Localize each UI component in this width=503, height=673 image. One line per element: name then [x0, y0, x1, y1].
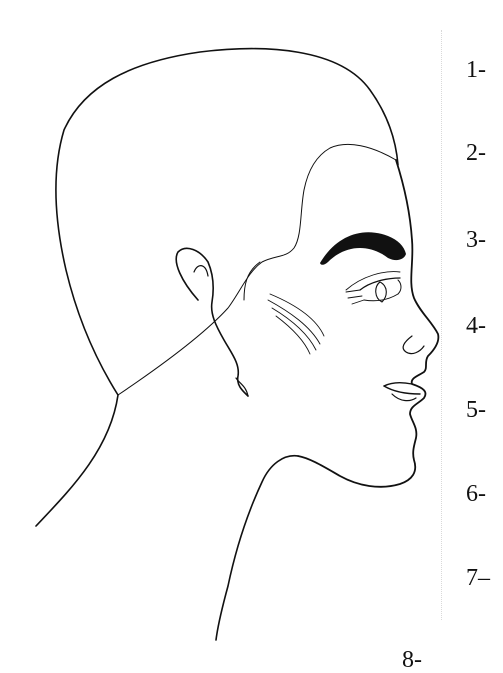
label-2: 2-: [466, 141, 486, 165]
label-4: 4-: [466, 314, 486, 338]
eye-corner: [398, 280, 401, 294]
lower-lip: [392, 394, 416, 401]
label-8: 8-: [402, 648, 422, 672]
skull-back-outline: [36, 49, 398, 526]
iris: [376, 282, 387, 302]
label-7: 7–: [466, 566, 490, 590]
label-6: 6-: [466, 482, 486, 506]
upper-eyelid: [360, 278, 400, 290]
label-1: 1-: [466, 58, 486, 82]
ear-outer: [176, 248, 248, 396]
upper-lip: [384, 383, 412, 386]
hairline: [118, 144, 396, 395]
neck-front: [216, 456, 298, 640]
nostril: [403, 336, 424, 354]
face-profile: [298, 160, 438, 487]
jaw-line: [244, 262, 260, 300]
mouth-line: [384, 386, 420, 394]
label-5: 5-: [466, 398, 486, 422]
cheek-hatch: [268, 294, 324, 354]
eyelashes: [346, 290, 364, 304]
eyelid-crease: [346, 272, 400, 290]
ear-inner-fold: [194, 266, 208, 276]
label-3: 3-: [466, 228, 486, 252]
lower-eyelid: [364, 294, 398, 301]
eyebrow: [320, 232, 406, 265]
